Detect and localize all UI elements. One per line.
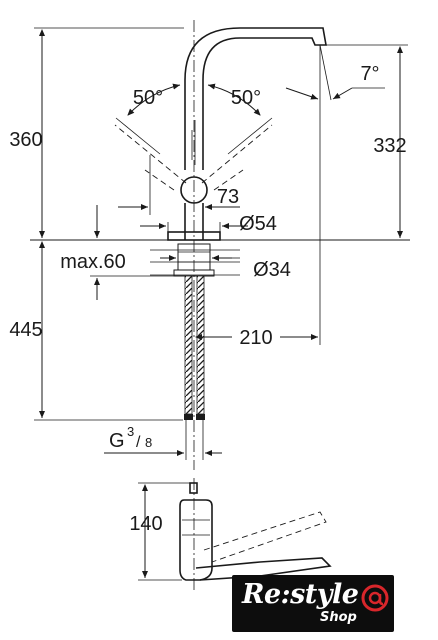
label-swivel-right: 50° bbox=[231, 87, 261, 109]
svg-text:/: / bbox=[136, 434, 141, 451]
dim-mount-diameter: Ø34 bbox=[160, 255, 291, 281]
logo-sub-text: Shop bbox=[320, 610, 357, 625]
dim-connection-thread: G 3 / 8 bbox=[104, 420, 222, 460]
label-base-diameter: Ø54 bbox=[239, 213, 277, 235]
label-deck-thickness: max.60 bbox=[60, 251, 126, 273]
dim-spout-height: 332 bbox=[326, 44, 408, 238]
faucet-side-view: 140 bbox=[129, 478, 332, 590]
label-thread-num: 3 bbox=[127, 424, 134, 439]
label-swivel-left: 50° bbox=[133, 87, 163, 109]
dim-lever-offset: 73 bbox=[118, 155, 240, 215]
dim-swivel: 50° 50° bbox=[127, 83, 261, 116]
dim-reach: 210 bbox=[195, 110, 321, 349]
dim-base-diameter: Ø54 bbox=[140, 213, 277, 235]
label-mount-diameter: Ø34 bbox=[253, 259, 291, 281]
faucet-front-view bbox=[30, 20, 410, 470]
logo-brand-text: Re:style bbox=[242, 579, 359, 610]
label-spout-height: 332 bbox=[373, 135, 406, 157]
label-thread-g: G bbox=[109, 430, 125, 452]
supply-hose-left bbox=[184, 275, 193, 415]
label-thread-den: 8 bbox=[145, 435, 152, 450]
label-side-height: 140 bbox=[129, 513, 162, 535]
dim-deck-thickness: max.60 bbox=[60, 205, 176, 300]
at-sign-icon bbox=[361, 584, 389, 612]
label-total-height: 360 bbox=[9, 129, 42, 151]
brand-logo: Re:style Shop bbox=[232, 575, 394, 632]
dim-hose-length: 445 bbox=[9, 241, 183, 421]
label-hose-length: 445 bbox=[9, 319, 42, 341]
label-tilt-angle: 7° bbox=[360, 63, 379, 85]
dim-total-height: 360 bbox=[9, 27, 184, 238]
label-reach: 210 bbox=[239, 327, 272, 349]
supply-hose-right bbox=[196, 275, 205, 415]
label-lever-offset: 73 bbox=[217, 186, 239, 208]
dim-tilt-angle: 7° bbox=[285, 63, 385, 100]
